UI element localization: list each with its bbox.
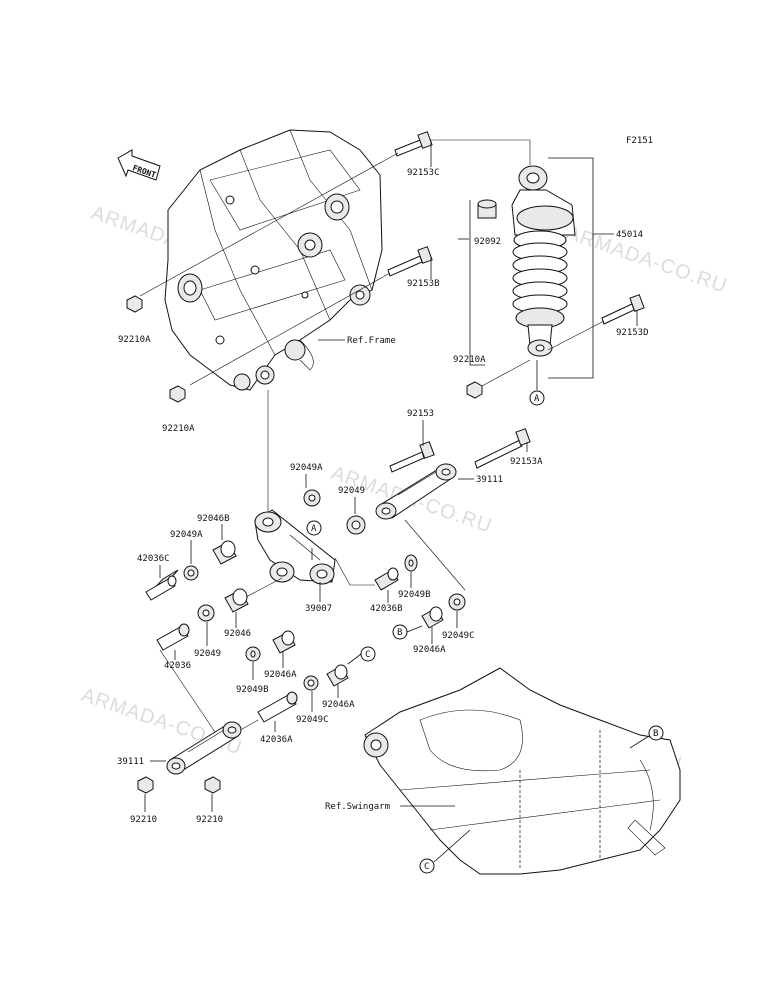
label-92210-right[interactable]: 92210 [196, 815, 223, 825]
label-92046A-mid[interactable]: 92046A [264, 670, 297, 680]
nut-92210-left [137, 776, 154, 794]
tie-rod-39111-lower [166, 721, 242, 775]
label-39111-lower[interactable]: 39111 [117, 757, 144, 767]
washer-92049C-right [448, 593, 466, 611]
label-92046A-lower[interactable]: 92046A [322, 700, 355, 710]
callout-a-shock [529, 390, 545, 406]
nut-92210A-lower [169, 385, 186, 403]
axis-92046 [245, 577, 283, 598]
label-92049B-right[interactable]: 92049B [398, 590, 431, 600]
label-92210A-upper[interactable]: 92210A [118, 335, 151, 345]
front-arrow-icon: FRONT [117, 149, 161, 181]
label-92153[interactable]: 92153 [407, 409, 434, 419]
axis-shock-lower [481, 359, 531, 387]
bolt-92153B [387, 246, 433, 277]
label-42036[interactable]: 42036 [164, 661, 191, 671]
frame-drawing [164, 129, 383, 391]
bushing-92046 [224, 588, 249, 613]
axis-92153C-b [430, 139, 531, 165]
axis-92153D [547, 320, 605, 351]
label-92046A-right[interactable]: 92046A [413, 645, 446, 655]
bushing-92046A-lower [326, 664, 349, 687]
label-42036B[interactable]: 42036B [370, 604, 403, 614]
label-42036C[interactable]: 42036C [137, 554, 170, 564]
washer-92049-upper [346, 515, 366, 535]
label-39007[interactable]: 39007 [305, 604, 332, 614]
label-92049C-right[interactable]: 92049C [442, 631, 475, 641]
axis-42036 [159, 649, 216, 733]
label-92092[interactable]: 92092 [474, 237, 501, 247]
callout-b-rocker-text: B [397, 628, 402, 638]
leader-callout-b-swingarm [629, 735, 650, 749]
watermark-2: ARMADA-CO.RU [563, 222, 730, 298]
collar-42036A [257, 691, 298, 723]
bolt-92153 [389, 441, 435, 473]
leader-callout-b-rocker [406, 625, 423, 633]
label-92210A-lower[interactable]: 92210A [162, 424, 195, 434]
washer-92049A-left [183, 565, 199, 581]
watermark-4: ARMADA-CO.RU [78, 684, 245, 760]
bushing-92046A-right [421, 606, 444, 629]
nut-92210A-shock [466, 381, 483, 399]
axis-42036B [334, 557, 375, 586]
callout-b-swingarm [648, 725, 664, 741]
rocker-arm-39007 [254, 509, 336, 585]
label-92049-upper[interactable]: 92049 [338, 486, 365, 496]
ref-swingarm-label: Ref.Swingarm [325, 802, 390, 812]
bushing-92092 [477, 199, 497, 219]
callout-c-swingarm [419, 858, 435, 874]
label-92049A-left[interactable]: 92049A [170, 530, 203, 540]
label-92153C[interactable]: 92153C [407, 168, 440, 178]
label-92049B-left[interactable]: 92049B [236, 685, 269, 695]
nut-92210A-upper [126, 295, 143, 313]
label-92210-left[interactable]: 92210 [130, 815, 157, 825]
collar-42036C [145, 569, 179, 601]
tie-rod-39111-upper [375, 463, 457, 520]
figure-code: F2151 [626, 136, 653, 146]
axis-92153B [189, 272, 391, 386]
bolt-92153D [601, 294, 645, 325]
label-92210A-shock[interactable]: 92210A [453, 355, 486, 365]
leader-callout-c-swingarm [433, 829, 471, 863]
label-92049A-upper[interactable]: 92049A [290, 463, 323, 473]
washer-92049-left [197, 604, 215, 622]
washer-92049B-left [245, 646, 261, 662]
axis-39111-upper [404, 519, 466, 591]
washer-92049B-right [404, 554, 418, 572]
callout-a-shock-text: A [534, 394, 540, 404]
label-39111-upper[interactable]: 39111 [476, 475, 503, 485]
nut-92210-right [204, 776, 221, 794]
label-92153A[interactable]: 92153A [510, 457, 543, 467]
bolt-92153C [394, 131, 433, 157]
label-42036A[interactable]: 42036A [260, 735, 293, 745]
callout-a-rocker-text: A [311, 524, 317, 534]
label-92153B[interactable]: 92153B [407, 279, 440, 289]
bolt-92153A [474, 428, 531, 469]
swingarm-drawing [363, 667, 681, 875]
callout-b-swingarm-text: B [653, 729, 658, 739]
label-45014[interactable]: 45014 [616, 230, 643, 240]
label-92153D[interactable]: 92153D [616, 328, 649, 338]
rear-shock-drawing [511, 165, 576, 357]
ref-frame-label: Ref.Frame [347, 336, 396, 346]
bracket-92092 [469, 200, 485, 366]
callout-c-swingarm-text: C [424, 862, 429, 872]
callout-c-lower-text: C [365, 650, 370, 660]
callout-a-rocker [306, 520, 322, 536]
washer-92049C-lower [303, 675, 319, 691]
leader-callout-c-lower [347, 653, 362, 665]
bushing-92046A-mid [272, 630, 296, 654]
label-92049C-lower[interactable]: 92049C [296, 715, 329, 725]
bushing-92046B [212, 540, 237, 565]
label-92049-left[interactable]: 92049 [194, 649, 221, 659]
shock-bracket [548, 157, 594, 379]
collar-42036B [374, 567, 399, 591]
axis-92153C [139, 152, 399, 297]
collar-42036 [156, 623, 190, 651]
washer-92049A-upper [303, 489, 321, 507]
label-92046B[interactable]: 92046B [197, 514, 230, 524]
label-92046[interactable]: 92046 [224, 629, 251, 639]
